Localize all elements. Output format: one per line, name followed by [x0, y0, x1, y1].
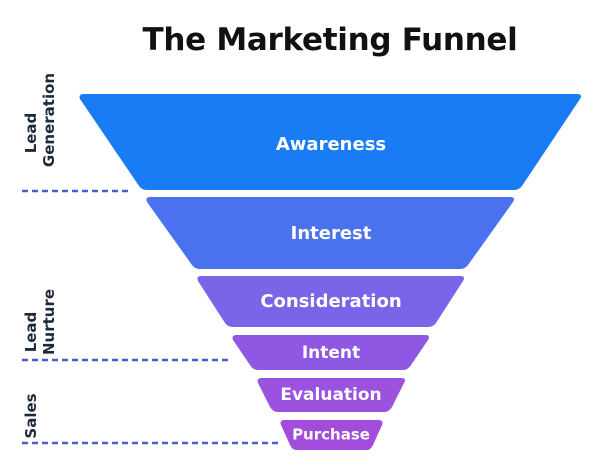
- funnel-stage-shape: [79, 94, 581, 190]
- phase-label-line1: Lead: [22, 312, 40, 353]
- funnel-stage-interest: Interest: [146, 197, 514, 269]
- funnel-stage-label: Interest: [291, 223, 372, 244]
- funnel-stage-shape: [197, 276, 464, 327]
- funnel-stage-shape: [146, 197, 514, 269]
- funnel-stage-shape: [280, 420, 383, 450]
- funnel-stage-label: Purchase: [292, 426, 370, 444]
- phase-label-line2: Nurture: [40, 289, 58, 355]
- funnel-stage-label: Evaluation: [280, 385, 381, 405]
- phase-label-lead-generation: Lead Generation: [22, 73, 58, 167]
- funnel-stage-consideration: Consideration: [197, 276, 464, 327]
- diagram-title: The Marketing Funnel: [142, 22, 518, 58]
- phase-label-sales: Sales: [22, 393, 40, 438]
- phase-label-line1: Sales: [22, 393, 40, 438]
- funnel-stage-intent: Intent: [232, 335, 429, 370]
- funnel-stage-shape: [232, 335, 429, 370]
- funnel-stage-purchase: Purchase: [280, 420, 383, 450]
- phase-label-lead-nurture: Lead Nurture: [22, 289, 58, 355]
- funnel-stage-label: Consideration: [260, 291, 401, 312]
- phase-label-line1: Lead: [22, 113, 40, 154]
- funnel-stage-evaluation: Evaluation: [257, 378, 405, 412]
- funnel-stage-shape: [257, 378, 405, 412]
- funnel-stage-label: Intent: [302, 343, 360, 363]
- funnel-stage-label: Awareness: [276, 134, 386, 155]
- phase-label-line2: Generation: [40, 73, 58, 167]
- funnel-stage-awareness: Awareness: [79, 94, 581, 190]
